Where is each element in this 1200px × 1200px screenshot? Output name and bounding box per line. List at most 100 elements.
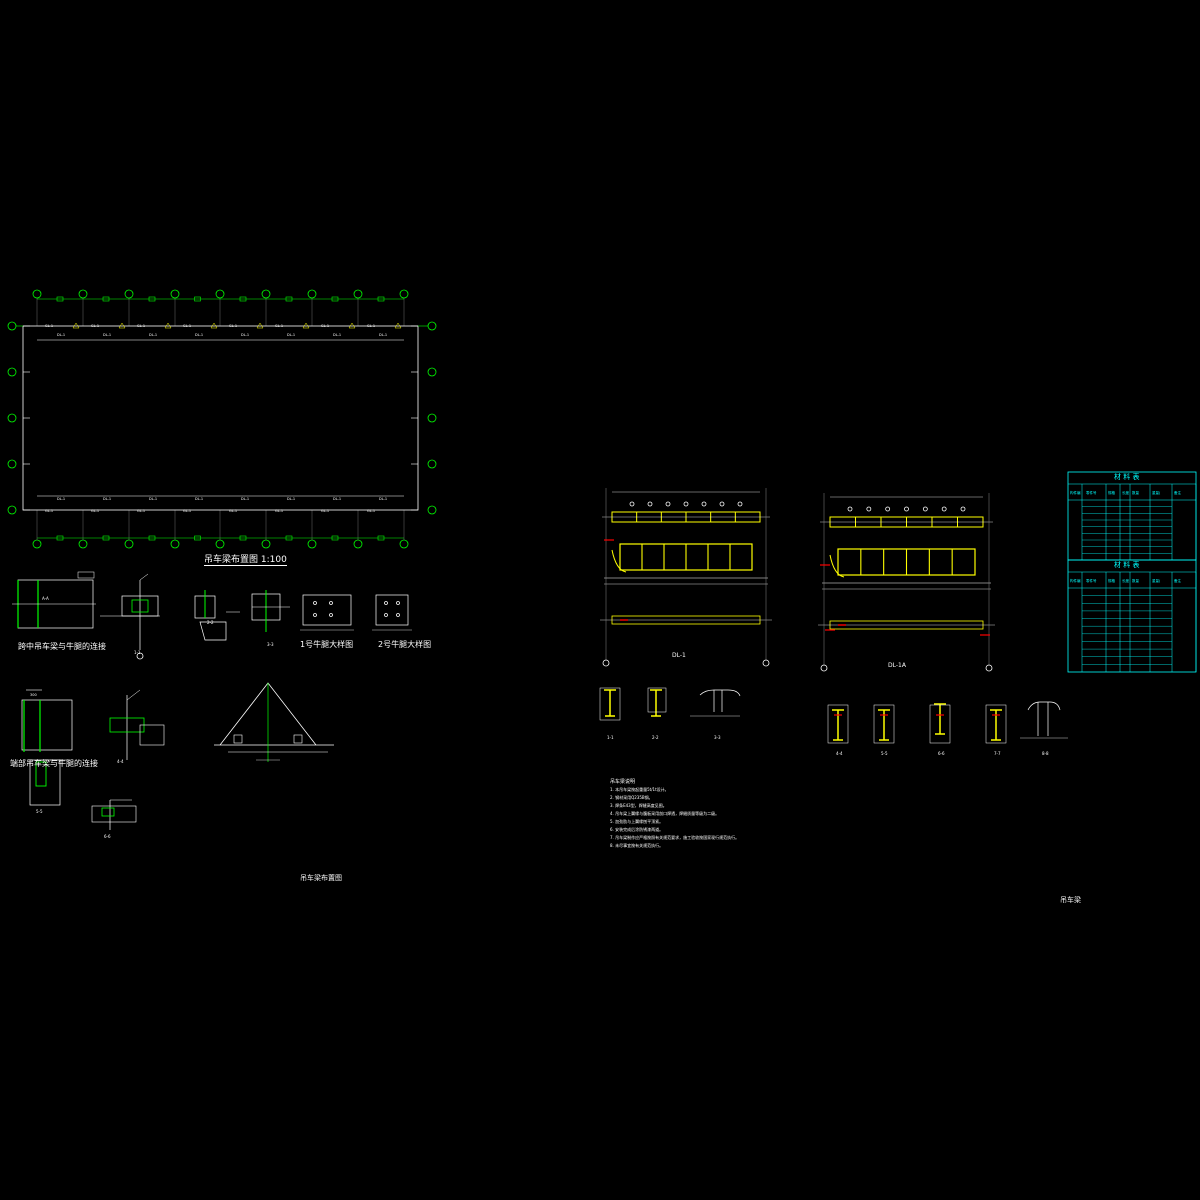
rect — [29, 759, 61, 806]
bracket2-plate — [375, 594, 409, 626]
bolt-hole — [329, 613, 333, 617]
beam-tag: DL-1 — [333, 497, 341, 501]
dim-tick — [56, 296, 64, 302]
note-line: 1. 本吊车梁按起重量5t/1t设计。 — [610, 787, 669, 792]
beam-tag: DL-1 — [57, 333, 65, 337]
bolt-hole — [396, 613, 400, 617]
dim-tick — [285, 535, 293, 541]
beam-tag: DL-1 — [149, 497, 157, 501]
grid-bubble-right — [427, 413, 437, 423]
dim-tick — [194, 296, 201, 302]
bolt-hole — [384, 601, 388, 605]
marker-triangle — [348, 322, 356, 329]
grid-bubble-right — [427, 367, 437, 377]
table-header: 构件编 — [1070, 490, 1081, 495]
beam-tag: DL-1 — [195, 333, 203, 337]
callout-bubble — [904, 506, 909, 512]
marker-triangle — [394, 322, 402, 329]
mid-connection-label: 跨中吊车梁与牛腿的连接 — [18, 642, 106, 651]
line — [126, 689, 141, 701]
circle — [820, 664, 828, 672]
note-line: 7. 吊车梁制作应严格按照有关规范要求，施工验收按国家现行规范执行。 — [610, 835, 740, 840]
beam-tag: DL-1 — [333, 333, 341, 337]
bracket2-label: 2号牛腿大样图 — [378, 640, 432, 649]
circle — [602, 659, 610, 667]
text: 300 — [30, 693, 37, 697]
bolt-hole — [313, 601, 317, 605]
beam-title-dl1a: DL-1A — [888, 662, 906, 669]
beam-tag: GL-1 — [367, 324, 375, 328]
table-header: 构件编 — [1070, 578, 1081, 583]
crane-beam-elevations — [600, 488, 995, 672]
rect — [35, 761, 47, 787]
section-7-7-right: 7-7 — [994, 751, 1001, 756]
beam-tag: DL-1 — [241, 333, 249, 337]
rect — [985, 704, 1007, 744]
end-detail-beam — [21, 699, 73, 751]
beam-tag: GL-1 — [183, 324, 191, 328]
beam-tag: DL-1 — [149, 333, 157, 337]
section-1-1-right: 1-1 — [607, 735, 614, 740]
note-line: 5. 加劲肋与上翼缘刨平顶紧。 — [610, 819, 664, 824]
bracket-shape — [199, 621, 227, 641]
dim-tick — [331, 535, 339, 541]
rect — [827, 704, 849, 744]
grid-bubble-right — [427, 459, 437, 469]
rect — [77, 571, 95, 579]
line — [139, 573, 149, 581]
marker-triangle — [302, 322, 310, 329]
marker-triangle — [210, 322, 218, 329]
bracket1-plate — [302, 594, 352, 626]
table-header: 规格 — [1108, 578, 1116, 583]
marker-triangle — [164, 322, 172, 329]
dim-tick — [56, 535, 64, 541]
left-sheet-title: 吊车梁布置图 — [300, 874, 342, 882]
beam-tag: DL-1 — [103, 497, 111, 501]
table-header: 重量( — [1152, 578, 1161, 583]
beam-tag: DL-1 — [241, 497, 249, 501]
callout-bubble — [885, 506, 891, 512]
section-2-2-right: 2-2 — [652, 735, 659, 740]
section-1-1-left: 1-1 — [134, 650, 141, 655]
bolt-hole — [384, 613, 388, 617]
beam-tag: GL-1 — [91, 509, 99, 513]
marker-triangle — [256, 322, 264, 329]
note-line: 2. 钢材采用Q235B钢。 — [610, 795, 653, 800]
table-header: 长度 — [1122, 578, 1130, 583]
callout-bubble — [629, 501, 635, 507]
table-header: 数量 — [1132, 578, 1140, 583]
bracket1-label: 1号牛腿大样图 — [300, 640, 354, 649]
beam-tag: GL-1 — [91, 324, 99, 328]
beam-tag: GL-1 — [229, 509, 237, 513]
table-header: 长度 — [1122, 490, 1130, 495]
beam-tag: GL-1 — [229, 324, 237, 328]
section-8-8-right: 8-8 — [1042, 751, 1049, 756]
marker-triangle — [72, 322, 80, 329]
table-header: 数量 — [1132, 490, 1140, 495]
section-3-3-right: 3-3 — [714, 735, 721, 740]
callout-bubble — [701, 501, 707, 507]
dim-tick — [239, 296, 247, 302]
table-header: 备注 — [1174, 578, 1182, 583]
beam-tag: GL-1 — [367, 509, 375, 513]
grid-bubble-left — [7, 367, 17, 377]
beam-tag: GL-1 — [183, 509, 191, 513]
circle — [985, 664, 993, 672]
dim-tick — [377, 296, 385, 302]
beam-tag: GL-1 — [137, 324, 145, 328]
section-5-5-left: 5-5 — [36, 809, 43, 814]
note-line: 8. 未尽事宜按有关规范执行。 — [610, 843, 664, 848]
rect — [101, 807, 115, 817]
beam-tag: GL-1 — [275, 324, 283, 328]
grid-bubble-left — [7, 413, 17, 423]
table-header: 备注 — [1174, 490, 1182, 495]
crane-beam-plan: GL-1GL-1DL-1DL-1GL-1GL-1DL-1DL-1GL-1GL-1… — [7, 289, 437, 549]
beam-tag: DL-1 — [287, 497, 295, 501]
section-3-3-left: 3-3 — [267, 642, 274, 647]
callout-bubble — [683, 501, 689, 507]
beam-tag: DL-1 — [195, 497, 203, 501]
notes-title: 吊车梁说明 — [610, 779, 636, 785]
beam-tag: GL-1 — [45, 324, 53, 328]
